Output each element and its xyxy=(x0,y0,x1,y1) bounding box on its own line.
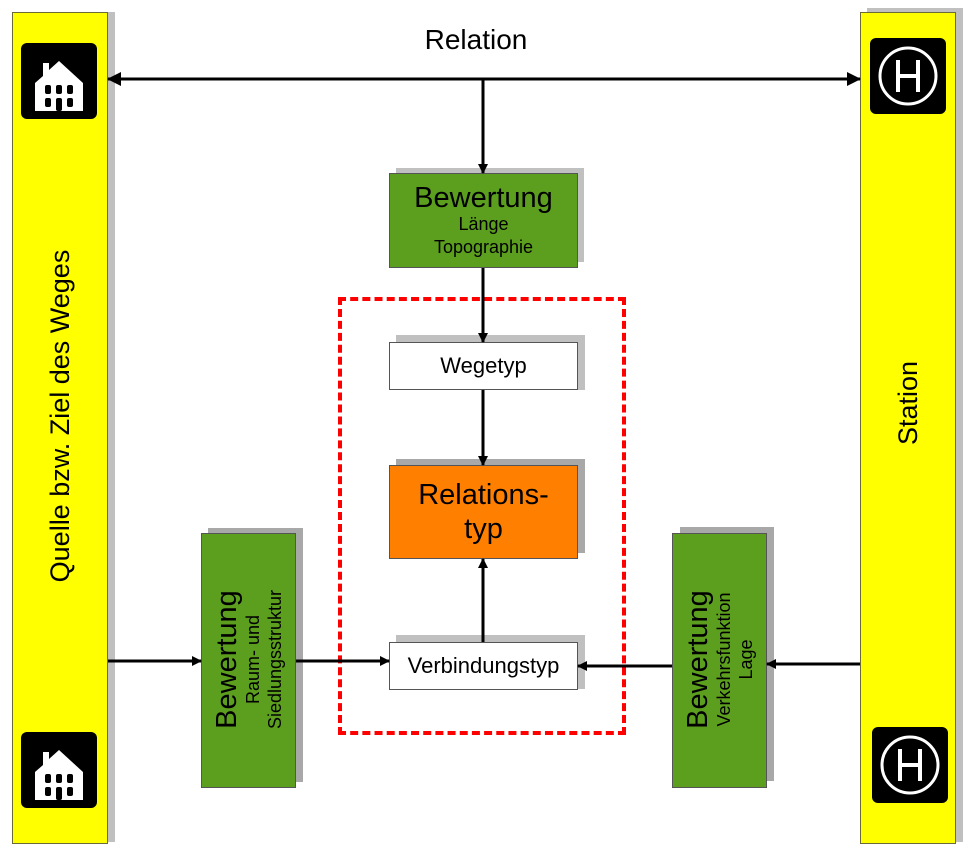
house-icon xyxy=(21,732,97,808)
relationstyp-line1: Relations- xyxy=(418,479,549,511)
left-bar-source-destination xyxy=(12,12,108,844)
left-assessment-box xyxy=(201,533,296,788)
bus-stop-h-icon xyxy=(870,38,946,114)
relation-label: Relation xyxy=(424,24,528,55)
right-bar-station xyxy=(860,12,956,844)
relationstyp-line2: typ xyxy=(464,513,503,545)
top-assessment-box: Bewertung Länge Topographie xyxy=(389,173,578,268)
relationstyp-box: Relations- typ xyxy=(389,465,578,559)
house-icon xyxy=(21,43,97,119)
wegetyp-box: Wegetyp xyxy=(389,342,578,390)
top-assessment-title: Bewertung xyxy=(414,181,553,214)
verbindungstyp-box: Verbindungstyp xyxy=(389,642,578,690)
verbindungstyp-label: Verbindungstyp xyxy=(407,653,560,678)
top-assessment-line: Länge xyxy=(458,213,509,234)
top-assessment-line: Topographie xyxy=(433,236,534,257)
right-assessment-box xyxy=(672,533,767,788)
wegetyp-label: Wegetyp xyxy=(440,353,527,378)
bus-stop-h-icon xyxy=(872,727,948,803)
